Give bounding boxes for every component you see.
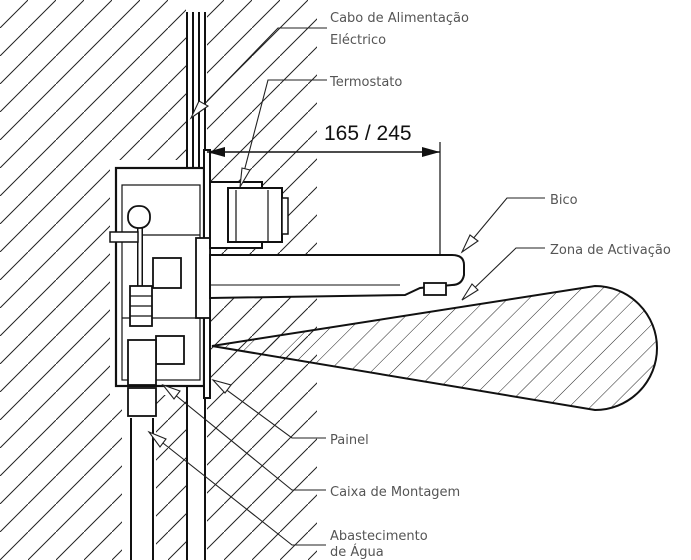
- water-supply-label-line2: de Água: [330, 544, 384, 560]
- power-cable-label-line1: Cabo de Alimentação: [330, 11, 469, 26]
- power-cable-label-line2: Eléctrico: [330, 33, 386, 48]
- water-supply-pipe: [127, 387, 157, 560]
- thermostat-label: Termostato: [329, 75, 402, 90]
- projection-dimension: 165 / 245: [207, 122, 441, 256]
- spout-label: Bico: [550, 193, 578, 208]
- water-supply-label-line1: Abastecimento: [330, 529, 428, 544]
- leaders: [147, 27, 545, 546]
- activation-zone-label: Zona de Activação: [550, 243, 671, 258]
- spout: [209, 254, 465, 300]
- valve-assembly: [109, 205, 185, 386]
- thermostat: [209, 181, 289, 249]
- projection-dimension-label: 165 / 245: [324, 122, 412, 145]
- mounting-box-label: Caixa de Montagem: [330, 485, 460, 500]
- panel-label: Painel: [330, 433, 369, 448]
- power-cable: [192, 12, 200, 185]
- activation-zone: [211, 284, 658, 412]
